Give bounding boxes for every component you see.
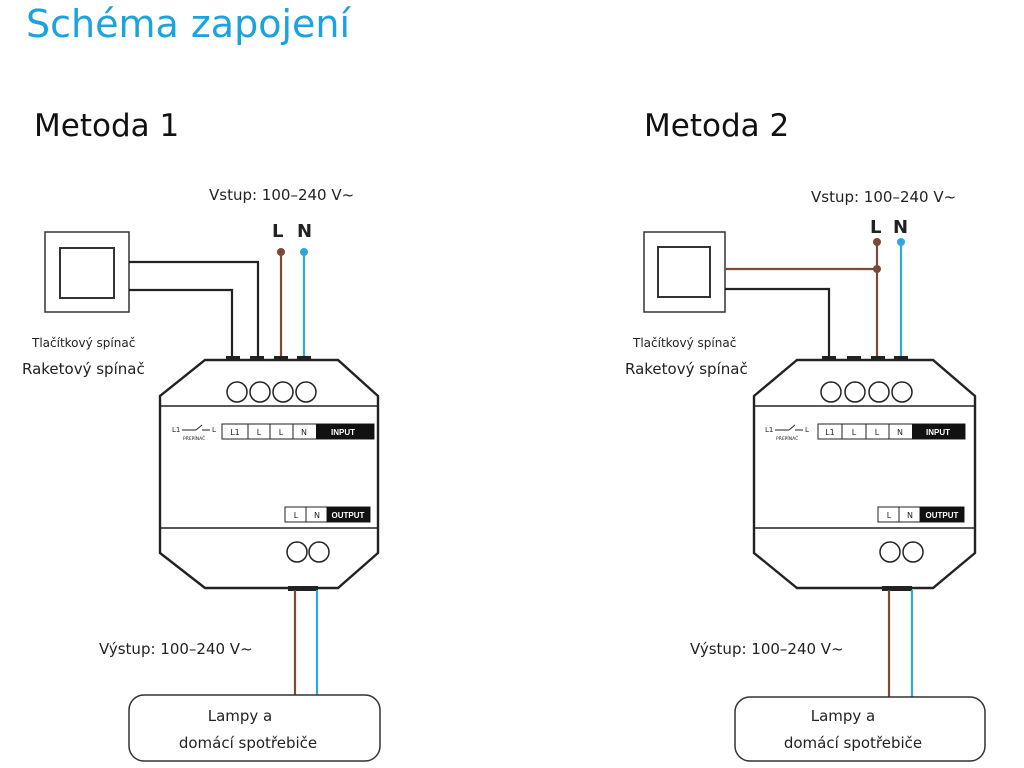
load-label-1: Lampy a — [208, 707, 273, 725]
switch-label-1: Tlačítkový spínač — [632, 336, 736, 350]
input-terminal-n: N — [897, 428, 903, 437]
switch-label-1: Tlačítkový spínač — [31, 336, 135, 350]
wall-switch-icon — [44, 231, 130, 313]
side-l: L — [212, 426, 216, 434]
output-terminal-n: N — [907, 511, 913, 520]
load-label-2: domácí spotřebiče — [784, 734, 922, 752]
wall-switch-icon — [643, 231, 726, 313]
output-voltage-label: Výstup: 100–240 V~ — [690, 640, 844, 658]
n-label: N — [893, 217, 908, 238]
l-label: L — [272, 221, 283, 242]
input-terminal-l: L — [279, 428, 284, 437]
input-voltage-label: Vstup: 100–240 V~ — [811, 188, 956, 206]
input-voltage-label: Vstup: 100–240 V~ — [209, 186, 354, 204]
input-terminal-l: L — [852, 428, 857, 437]
method-2-diagram: Vstup: 100–240 V~ L N Tlačítkový spínač … — [625, 188, 986, 762]
side-l: L — [805, 426, 809, 434]
output-terminal-l: L — [887, 511, 892, 520]
neutral-terminal-dot — [897, 238, 905, 246]
input-terminal-l1: L1 — [230, 428, 240, 437]
controller-device — [158, 356, 380, 591]
load-box — [734, 696, 986, 762]
side-small-label: PŘEPÍNAČ — [776, 434, 798, 442]
side-small-label: PŘEPÍNAČ — [183, 434, 205, 442]
input-terminal-strip: L1 L L N INPUT — [817, 423, 966, 440]
page-title: Schéma zapojení — [26, 2, 351, 46]
controller-device — [752, 356, 977, 591]
output-terminal-n: N — [314, 511, 320, 520]
input-terminal-l1: L1 — [825, 428, 835, 437]
switch-return-wire — [725, 287, 831, 360]
input-terminal-strip: L1 L L N INPUT — [221, 423, 375, 440]
method-1-diagram: Vstup: 100–240 V~ L N Tlačítkový spínač … — [22, 186, 381, 762]
method-1-title: Metoda 1 — [34, 108, 180, 144]
switch-wires — [129, 260, 260, 360]
output-terminal-strip: L N OUTPUT — [284, 506, 371, 523]
load-box — [128, 694, 381, 762]
side-l1: L1 — [765, 426, 773, 434]
neutral-terminal-dot — [300, 248, 308, 256]
live-terminal-dot — [873, 238, 881, 246]
l-label: L — [870, 217, 881, 238]
input-strip-label: INPUT — [926, 428, 950, 437]
input-terminal-l: L — [257, 428, 262, 437]
output-strip-label: OUTPUT — [926, 511, 959, 520]
output-voltage-label: Výstup: 100–240 V~ — [99, 640, 253, 658]
input-terminal-l: L — [875, 428, 880, 437]
input-strip-label: INPUT — [331, 428, 355, 437]
output-strip-label: OUTPUT — [332, 511, 365, 520]
output-terminal-l: L — [294, 511, 299, 520]
load-label-1: Lampy a — [811, 707, 876, 725]
load-label-2: domácí spotřebiče — [179, 734, 317, 752]
switch-label-2: Raketový spínač — [22, 360, 145, 378]
side-l1: L1 — [172, 426, 180, 434]
live-terminal-dot — [277, 248, 285, 256]
n-label: N — [297, 221, 312, 242]
input-terminal-n: N — [301, 428, 307, 437]
output-terminal-strip: L N OUTPUT — [877, 506, 965, 523]
switch-label-2: Raketový spínač — [625, 360, 748, 378]
method-2-title: Metoda 2 — [644, 108, 790, 144]
